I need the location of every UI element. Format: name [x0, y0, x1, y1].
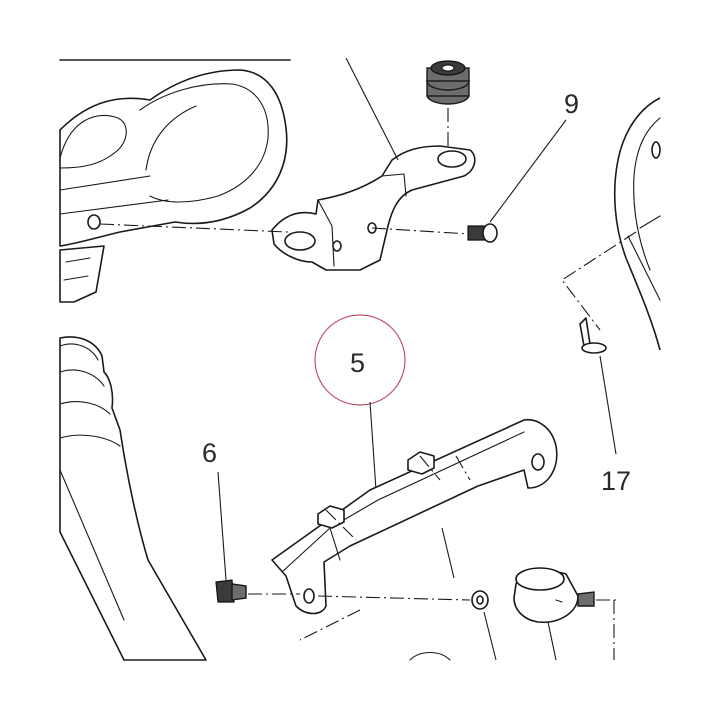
- bolt-6: [215, 471, 247, 603]
- fastener-17: [579, 317, 617, 455]
- upper-mounting-bracket: [271, 145, 476, 271]
- callout-5: 5: [350, 348, 365, 378]
- rubber-grommet: [426, 60, 470, 105]
- highlight-circle: [314, 314, 406, 406]
- callout-17: 17: [601, 466, 631, 496]
- rubber-mount: [513, 567, 595, 661]
- washer: [471, 590, 497, 661]
- callout-6: 6: [202, 438, 217, 468]
- callout-9: 9: [564, 89, 579, 119]
- fork-tube: [59, 336, 207, 661]
- headlight-housing: [613, 97, 661, 351]
- screw-9: [371, 119, 567, 243]
- lower-bracket-5: [271, 419, 558, 615]
- triple-clamp: [59, 59, 291, 303]
